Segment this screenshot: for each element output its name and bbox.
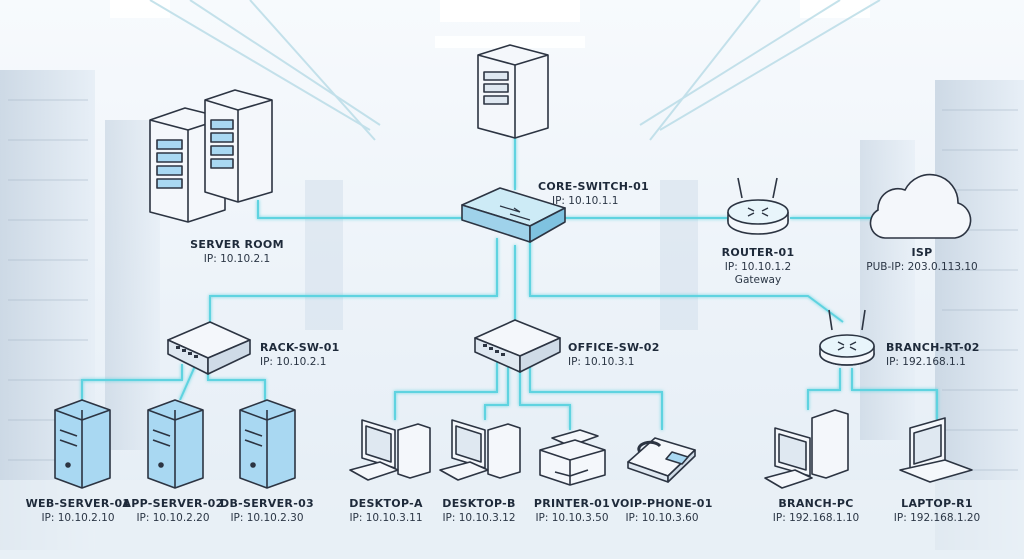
link-branch-to-laptop bbox=[851, 368, 938, 420]
web-server-icon[interactable] bbox=[54, 399, 111, 489]
link-office-to-desktop-a bbox=[394, 362, 498, 420]
db-server-icon[interactable] bbox=[239, 399, 296, 489]
voip-label: VOIP-PHONE-01 IP: 10.10.3.60 bbox=[611, 497, 712, 525]
top-server-icon[interactable] bbox=[477, 44, 549, 139]
branch-pc-name: BRANCH-PC bbox=[778, 497, 854, 510]
office-sw-ip: IP: 10.10.3.1 bbox=[568, 356, 635, 368]
laptop-name: LAPTOP-R1 bbox=[901, 497, 973, 510]
branch-rt-ip: IP: 192.168.1.1 bbox=[886, 356, 966, 368]
link-office-to-voip bbox=[529, 362, 663, 430]
printer-name: PRINTER-01 bbox=[533, 497, 611, 510]
server-room-name: SERVER ROOM bbox=[190, 238, 284, 251]
rack-switch-icon[interactable] bbox=[167, 321, 251, 375]
branch-pc-label: BRANCH-PC IP: 192.168.1.10 bbox=[773, 497, 859, 525]
link-server-room-to-core bbox=[257, 200, 470, 219]
web-server-label: WEB-SERVER-01 IP: 10.10.2.10 bbox=[26, 497, 131, 525]
db-server-ip: IP: 10.10.2.30 bbox=[230, 512, 304, 524]
web-server-name: WEB-SERVER-01 bbox=[25, 497, 131, 510]
branch-router-icon[interactable] bbox=[819, 309, 875, 366]
office-sw-name: OFFICE-SW-02 bbox=[568, 341, 660, 354]
desktop-b-icon[interactable] bbox=[439, 419, 521, 481]
laptop-ip: IP: 192.168.1.20 bbox=[893, 512, 981, 524]
link-rack-to-web bbox=[81, 364, 183, 400]
link-office-to-desktop-b bbox=[484, 362, 509, 420]
rack-sw-label: RACK-SW-01 IP: 10.10.2.1 bbox=[260, 341, 340, 369]
rack-sw-name: RACK-SW-01 bbox=[260, 341, 340, 354]
laptop-icon[interactable] bbox=[899, 417, 973, 483]
core-switch-icon[interactable] bbox=[461, 187, 566, 243]
server-room-ip: IP: 10.10.2.1 bbox=[203, 253, 271, 265]
router-name: ROUTER-01 bbox=[721, 246, 795, 259]
isp-ip: PUB-IP: 203.0.113.10 bbox=[866, 261, 978, 273]
rack-sw-ip: IP: 10.10.2.1 bbox=[260, 356, 327, 368]
voip-ip: IP: 10.10.3.60 bbox=[625, 512, 699, 524]
printer-ip: IP: 10.10.3.50 bbox=[535, 512, 609, 524]
router-label: ROUTER-01 IP: 10.10.1.2 Gateway bbox=[722, 246, 795, 287]
db-server-name: DB-SERVER-03 bbox=[220, 497, 314, 510]
desktop-b-ip: IP: 10.10.3.12 bbox=[442, 512, 516, 524]
voip-name: VOIP-PHONE-01 bbox=[611, 497, 713, 510]
desktop-a-icon[interactable] bbox=[349, 419, 431, 481]
app-server-ip: IP: 10.10.2.20 bbox=[136, 512, 210, 524]
link-office-to-printer bbox=[519, 362, 571, 430]
office-sw-label: OFFICE-SW-02 IP: 10.10.3.1 bbox=[568, 341, 660, 369]
router-icon[interactable] bbox=[727, 177, 789, 235]
core-switch-label: CORE-SWITCH-01 IP: 10.10.1.1 bbox=[538, 180, 649, 208]
isp-name: ISP bbox=[911, 246, 933, 259]
branch-rt-label: BRANCH-RT-02 IP: 192.168.1.1 bbox=[886, 341, 980, 369]
voip-phone-icon[interactable] bbox=[627, 437, 696, 483]
printer-icon[interactable] bbox=[539, 429, 606, 486]
link-rack-to-app bbox=[179, 365, 196, 401]
router-note: Gateway bbox=[734, 274, 782, 286]
link-core-to-branch-rt bbox=[529, 238, 844, 323]
link-branch-to-pc bbox=[807, 368, 841, 410]
server-room-label: SERVER ROOM IP: 10.10.2.1 bbox=[190, 238, 284, 266]
server-room-icon[interactable] bbox=[149, 89, 273, 223]
desktop-a-ip: IP: 10.10.3.11 bbox=[349, 512, 423, 524]
desktop-a-label: DESKTOP-A IP: 10.10.3.11 bbox=[349, 497, 423, 525]
desktop-a-name: DESKTOP-A bbox=[349, 497, 423, 510]
app-server-icon[interactable] bbox=[147, 399, 204, 489]
laptop-label: LAPTOP-R1 IP: 192.168.1.20 bbox=[894, 497, 980, 525]
link-core-to-rack-sw bbox=[209, 238, 498, 322]
desktop-b-name: DESKTOP-B bbox=[442, 497, 516, 510]
cloud-icon[interactable] bbox=[869, 173, 972, 239]
app-server-name: APP-SERVER-02 bbox=[122, 497, 224, 510]
branch-rt-name: BRANCH-RT-02 bbox=[886, 341, 980, 354]
desktop-b-label: DESKTOP-B IP: 10.10.3.12 bbox=[442, 497, 515, 525]
isp-label: ISP PUB-IP: 203.0.113.10 bbox=[866, 246, 977, 274]
app-server-label: APP-SERVER-02 IP: 10.10.2.20 bbox=[122, 497, 223, 525]
printer-label: PRINTER-01 IP: 10.10.3.50 bbox=[534, 497, 610, 525]
branch-pc-icon[interactable] bbox=[764, 409, 849, 489]
db-server-label: DB-SERVER-03 IP: 10.10.2.30 bbox=[220, 497, 314, 525]
web-server-ip: IP: 10.10.2.10 bbox=[41, 512, 115, 524]
office-switch-icon[interactable] bbox=[474, 319, 561, 373]
core-switch-ip: IP: 10.10.1.1 bbox=[552, 195, 619, 207]
router-ip: IP: 10.10.1.2 bbox=[724, 261, 792, 273]
network-links bbox=[81, 135, 938, 430]
branch-pc-ip: IP: 192.168.1.10 bbox=[772, 512, 860, 524]
core-switch-name: CORE-SWITCH-01 bbox=[538, 180, 649, 193]
